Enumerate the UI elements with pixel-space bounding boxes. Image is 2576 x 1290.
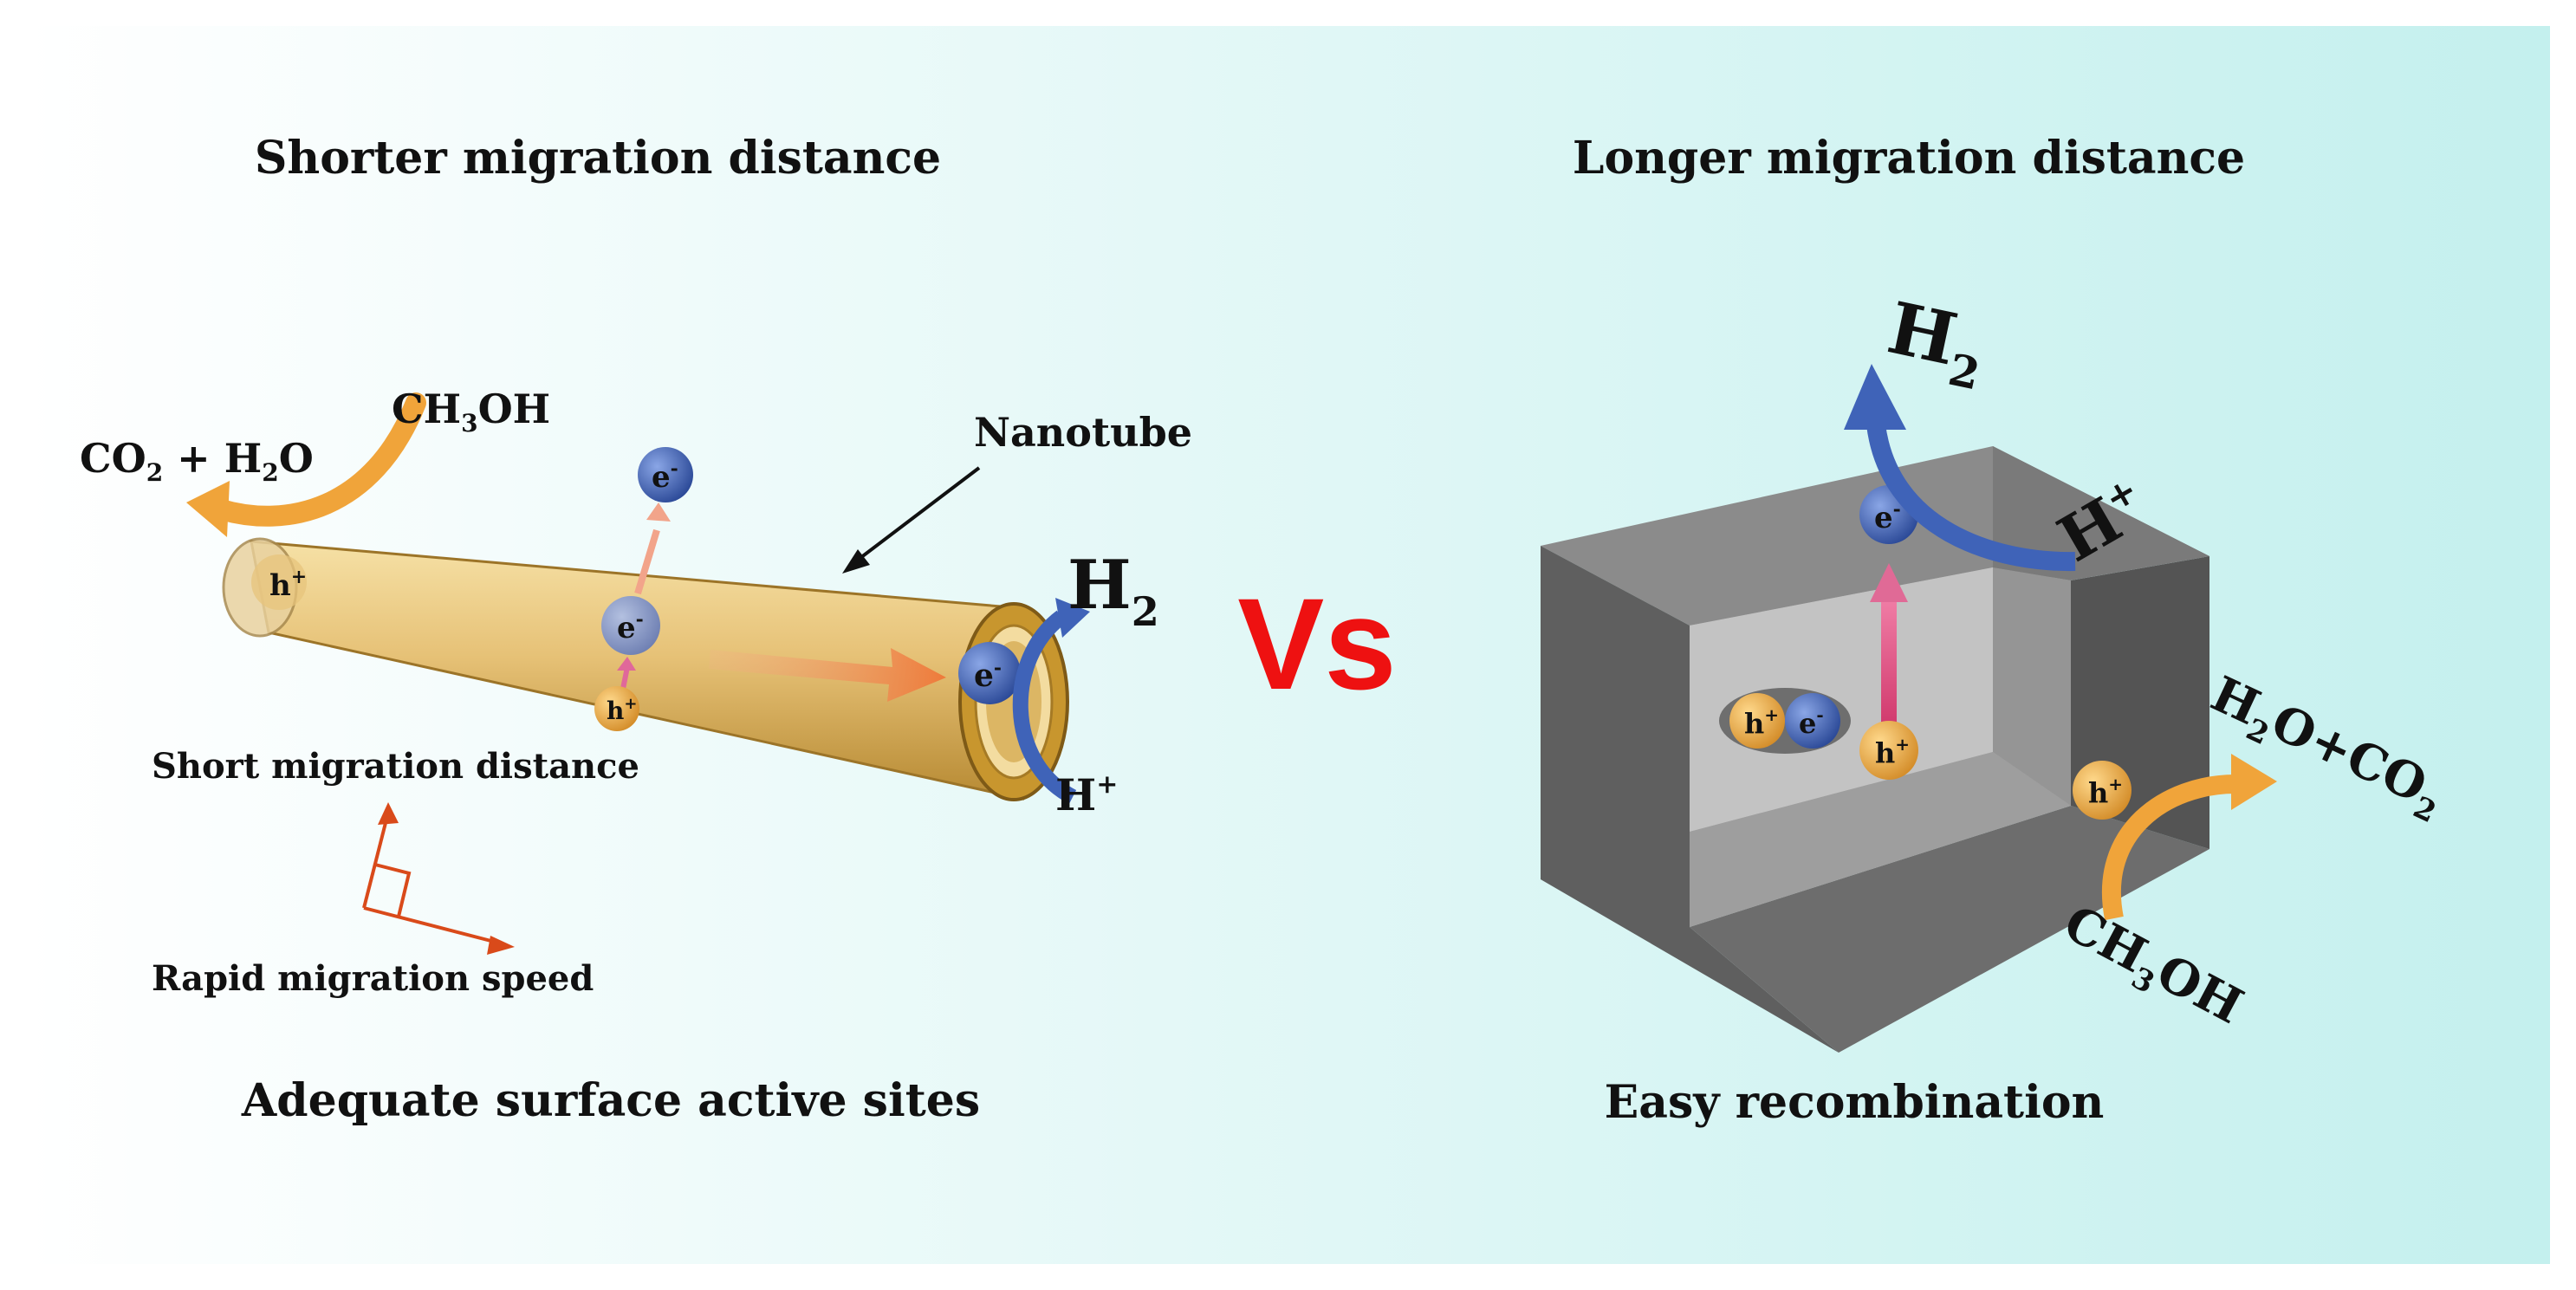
right-h2: H2 — [1878, 287, 1994, 400]
hole-particle: h+ — [251, 554, 307, 610]
nanotube-pointer-head — [842, 549, 870, 574]
svg-text:e-: e- — [1799, 704, 1824, 740]
reduction-arrow — [1012, 610, 1077, 805]
left-h2: H2 — [1067, 546, 1159, 635]
reduction-arrow-head — [1055, 598, 1090, 638]
svg-text:h+: h+ — [607, 695, 637, 725]
svg-text:h+: h+ — [1875, 734, 1910, 769]
recombination-pair: h+ e- — [1719, 688, 1851, 754]
electron-escape-arrow-head — [646, 502, 671, 522]
oxidation-arrow-head — [186, 481, 230, 537]
left-hplus: H+ — [1055, 769, 1118, 820]
oxidation-arrow-head — [2231, 754, 2277, 810]
right-footer: Easy recombination — [1605, 1076, 2105, 1129]
svg-text:h+: h+ — [2088, 774, 2123, 809]
right-title: Longer migration distance — [1573, 132, 2245, 185]
nanotube-pointer — [852, 466, 981, 565]
reduction-arrow-head — [1844, 364, 1906, 430]
svg-text:e-: e- — [652, 457, 678, 495]
left-title: Shorter migration distance — [255, 132, 941, 185]
hole-particle: h+ — [594, 686, 639, 731]
svg-text:e-: e- — [617, 608, 644, 645]
nanotube-label: Nanotube — [974, 409, 1192, 456]
rapid-speed-label: Rapid migration speed — [152, 958, 594, 999]
rapid-speed-arrow-right — [487, 936, 515, 955]
left-reactant: CH3OH — [392, 386, 550, 438]
left-products: CO2 + H2O — [80, 435, 314, 487]
oxidation-arrow — [211, 392, 426, 527]
electron-particle: e- — [638, 447, 693, 502]
electron-particle: e- — [958, 642, 1021, 704]
migration-arrow — [709, 648, 946, 702]
rapid-speed-axes — [362, 812, 505, 946]
hole-particle: h+ — [1859, 721, 1918, 780]
electron-escape-arrow — [634, 528, 660, 595]
excitation-arrow — [1881, 598, 1897, 728]
electron-particle: e- — [601, 596, 660, 655]
excitation-arrow-head — [1870, 563, 1908, 602]
svg-text:e-: e- — [1874, 498, 1901, 535]
svg-text:h+: h+ — [269, 566, 307, 603]
short-distance-label: Short migration distance — [152, 746, 639, 787]
left-footer: Adequate surface active sites — [241, 1074, 980, 1127]
svg-text:h+: h+ — [1744, 704, 1779, 740]
rapid-speed-arrow-up — [378, 802, 399, 825]
svg-text:e-: e- — [974, 657, 1002, 694]
reduction-arrow — [1866, 423, 2076, 572]
oxidation-arrow — [2101, 775, 2236, 921]
hole-particle: h+ — [2073, 761, 2132, 820]
excitation-arrow-head — [617, 657, 636, 671]
vs-label: Vs — [1237, 571, 1396, 716]
